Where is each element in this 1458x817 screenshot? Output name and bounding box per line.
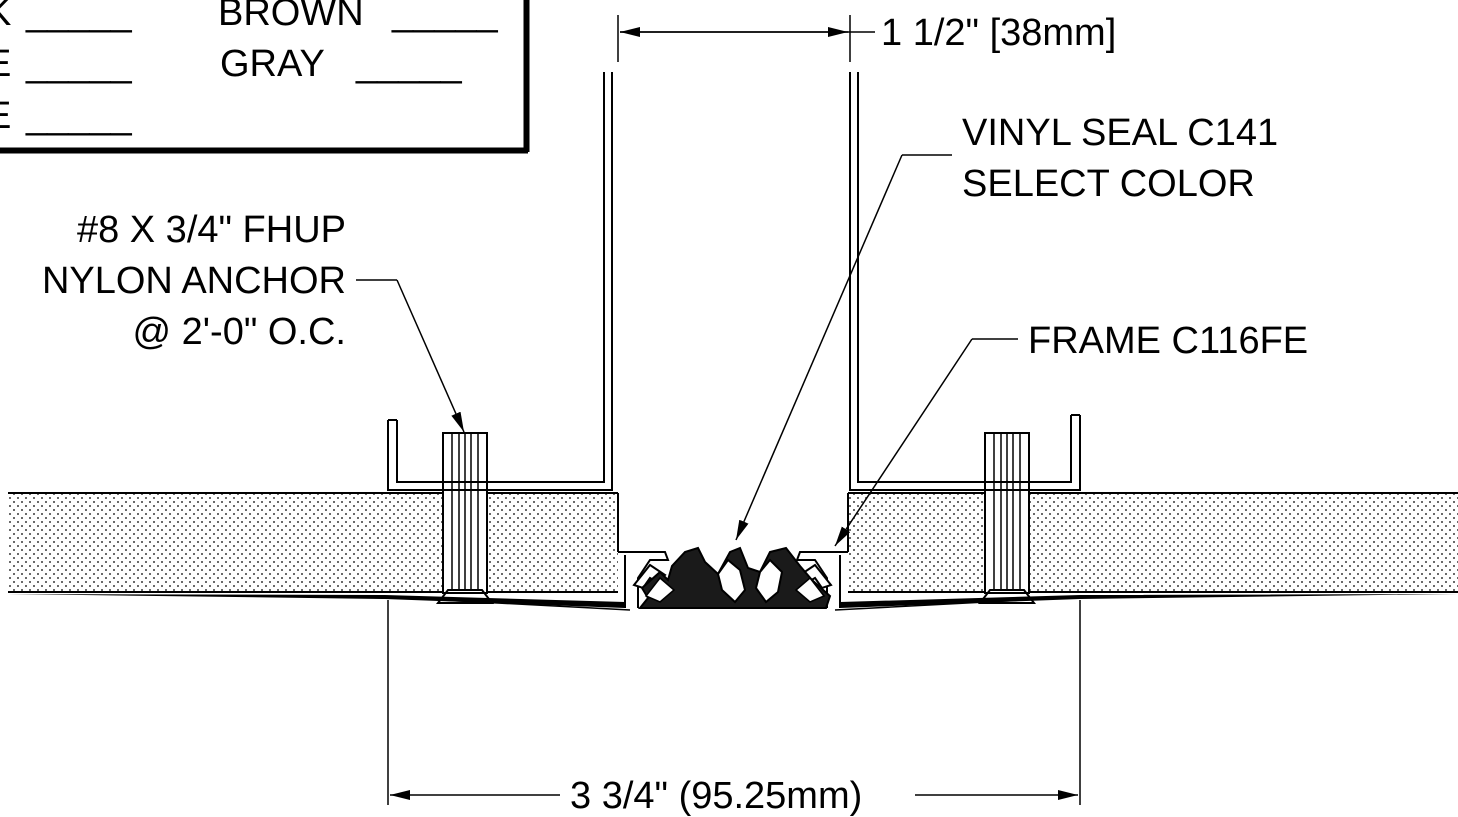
color-option-white-blank: _____ [25,95,133,137]
vinyl-seal-c141 [637,546,832,609]
callout-vinyl-seal: VINYL SEAL C141 SELECT COLOR [735,112,1278,541]
color-option-beige-blank: _____ [25,43,133,85]
wall-channel-right [849,72,1081,491]
callout-seal-line-2: SELECT COLOR [962,163,1255,205]
color-option-black-fragment: K [0,0,11,34]
frame-flange-left [8,594,631,611]
callout-anchor-line-2: NYLON ANCHOR [42,260,346,302]
callout-seal-line-1: VINYL SEAL C141 [962,112,1278,154]
nylon-anchor-right [977,432,1037,604]
dimension-joint-width: 1 1/2" [38mm] [617,12,1116,62]
callout-anchor: #8 X 3/4" FHUP NYLON ANCHOR @ 2'-0" O.C. [42,209,465,433]
frame-flange-right [834,594,1458,611]
color-option-brown: BROWN [218,0,364,34]
color-option-gray: GRAY [220,43,325,85]
callout-frame: FRAME C116FE [834,320,1308,547]
dimension-overall-width: 3 3/4" (95.25mm) [387,600,1081,817]
substrate-slab-left [8,492,619,593]
dimension-bottom-label: 3 3/4" (95.25mm) [570,775,862,817]
color-option-black-blank: _____ [25,0,133,34]
wall-channel-left [387,72,613,491]
substrate-slab-right [847,492,1458,593]
color-option-white-fragment: E [0,95,11,137]
nylon-anchor-left [435,432,495,604]
callout-anchor-line-3: @ 2'-0" O.C. [133,311,346,353]
callout-frame-line-1: FRAME C116FE [1028,320,1308,362]
color-selection-box: K _____ E _____ E _____ BROWN _____ GRAY… [0,0,530,154]
color-option-gray-blank: _____ [355,43,463,85]
color-option-beige-fragment: E [0,43,11,85]
dimension-top-label: 1 1/2" [38mm] [881,12,1116,54]
color-option-brown-blank: _____ [391,0,499,34]
callout-anchor-line-1: #8 X 3/4" FHUP [77,209,346,251]
